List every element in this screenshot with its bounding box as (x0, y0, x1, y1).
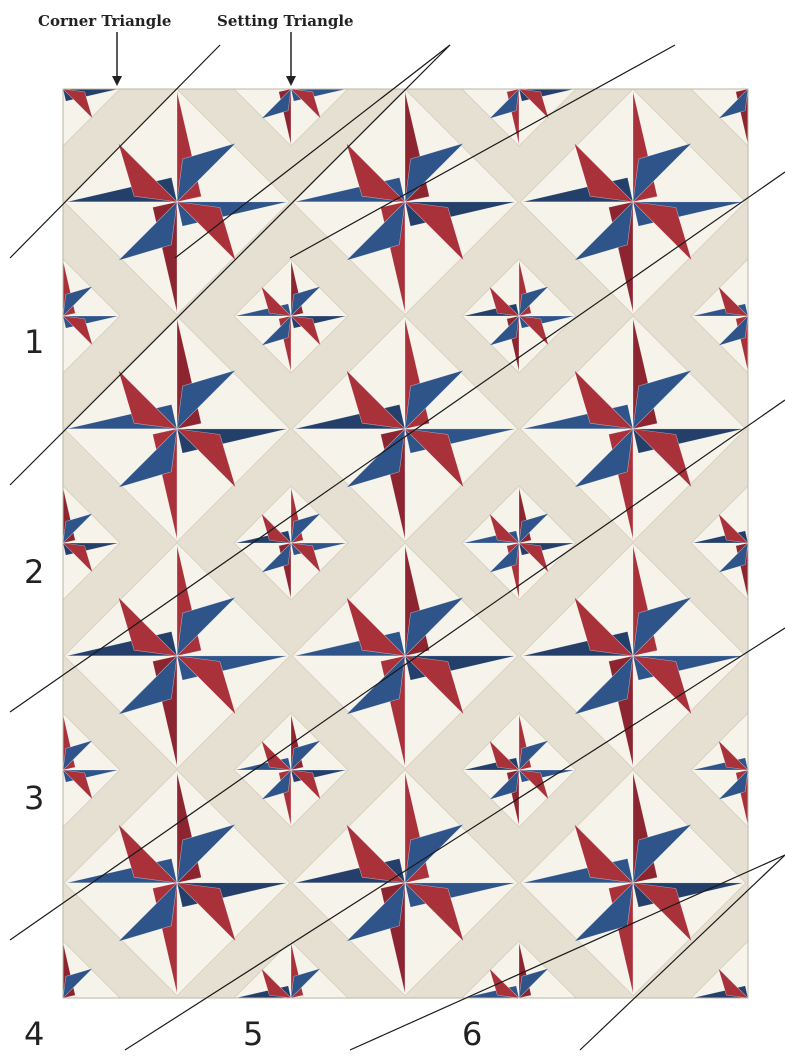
star-point (291, 998, 321, 1028)
star-point (51, 543, 63, 599)
star-point (7, 986, 63, 998)
star-point (291, 59, 321, 89)
star-point (489, 59, 519, 89)
star-point (748, 260, 760, 316)
row-label-3: 3 (24, 782, 44, 814)
star-point (63, 59, 93, 89)
star-point (33, 968, 63, 998)
star-point (519, 998, 549, 1028)
down-arrow-icon-head (286, 76, 296, 86)
star-point (519, 33, 531, 89)
star-point (291, 998, 347, 1010)
star-point (33, 286, 63, 316)
star-point (235, 77, 291, 89)
star-point (748, 714, 760, 770)
star-point (507, 998, 519, 1053)
star-point (718, 998, 748, 1028)
star-point (63, 33, 75, 89)
star-point (489, 998, 519, 1028)
star-point (748, 770, 778, 800)
row-label-4: 4 (24, 1018, 44, 1050)
star-point (748, 998, 778, 1028)
setting-triangle-label: Setting Triangle (217, 12, 354, 30)
star-point (748, 968, 778, 998)
star-point (33, 740, 63, 770)
star-point (7, 304, 63, 316)
star-point (51, 998, 63, 1053)
quilt-blocks (6, 32, 785, 1053)
star-point (748, 286, 778, 316)
star-point (748, 316, 785, 328)
star-point (33, 89, 63, 119)
star-point (63, 998, 119, 1010)
star-point (748, 33, 760, 89)
star-point (63, 998, 93, 1028)
star-point (33, 513, 63, 543)
star-point (748, 543, 785, 555)
star-point (51, 89, 63, 145)
star-point (279, 998, 291, 1053)
star-point (519, 998, 575, 1010)
star-point (463, 77, 519, 89)
star-point (261, 59, 291, 89)
star-point (736, 998, 748, 1053)
star-point (748, 513, 778, 543)
star-point (7, 531, 63, 543)
star-point (748, 59, 778, 89)
star-point (748, 543, 778, 573)
down-arrow-icon-head (112, 76, 122, 86)
star-point (51, 316, 63, 372)
star-point (7, 758, 63, 770)
star-point (748, 942, 760, 998)
star-point (748, 998, 785, 1010)
star-point (748, 89, 785, 101)
star-point (692, 77, 748, 89)
star-point (519, 59, 549, 89)
star-point (51, 770, 63, 826)
star-point (7, 77, 63, 89)
row-label-6: 6 (462, 1018, 482, 1050)
star-point (748, 316, 778, 346)
star-point (748, 770, 785, 782)
row-label-2: 2 (24, 556, 44, 588)
star-point (748, 89, 778, 119)
row-label-5: 5 (243, 1018, 263, 1050)
star-point (33, 59, 63, 89)
star-point (748, 487, 760, 543)
star-point (718, 59, 748, 89)
star-point (748, 740, 778, 770)
row-label-1: 1 (24, 326, 44, 358)
callout-arrows (112, 32, 296, 86)
star-point (261, 998, 291, 1028)
corner-triangle-label: Corner Triangle (38, 12, 171, 30)
